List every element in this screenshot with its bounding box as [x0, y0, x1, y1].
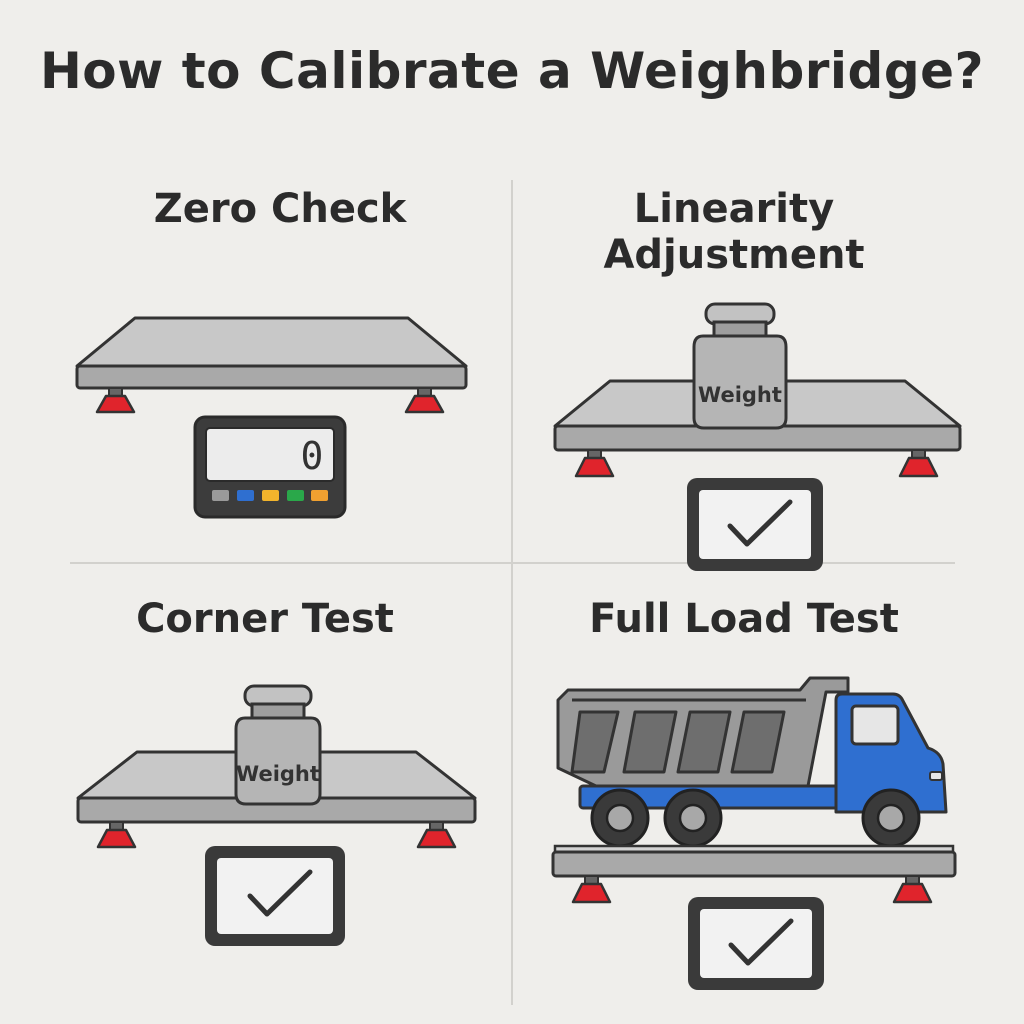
step-heading-corner-test: Corner Test: [55, 596, 475, 642]
weight-label: Weight: [698, 383, 782, 407]
display-readout: 0: [301, 434, 324, 478]
step-heading-linearity-adjustment: Linearity Adjustment: [514, 186, 954, 278]
red-support-foot-icon: [416, 821, 457, 849]
indicator-button[interactable]: [287, 490, 304, 501]
weight-label: Weight: [236, 762, 320, 786]
red-support-foot-icon: [892, 875, 933, 904]
weighbridge-platform-icon: [551, 844, 957, 878]
heading-line: Linearity: [633, 186, 835, 232]
indicator-button[interactable]: [212, 490, 229, 501]
indicator-button[interactable]: [237, 490, 254, 501]
indicator-button[interactable]: [311, 490, 328, 501]
heading-line: Full Load Test: [589, 596, 899, 642]
checkmark-icon: [687, 478, 823, 571]
red-support-foot-icon: [571, 875, 612, 904]
red-support-foot-icon: [95, 387, 136, 414]
dump-truck-icon: [556, 676, 948, 848]
step-heading-full-load-test: Full Load Test: [514, 596, 974, 642]
red-support-foot-icon: [96, 821, 137, 849]
test-weight-icon: Weight: [692, 302, 788, 430]
checkmark-icon: [688, 897, 824, 990]
heading-line: Corner Test: [136, 596, 394, 642]
red-support-foot-icon: [898, 449, 939, 478]
checkmark-icon: [205, 846, 345, 946]
red-support-foot-icon: [574, 449, 615, 478]
heading-line: Zero Check: [153, 186, 407, 232]
red-support-foot-icon: [404, 387, 445, 414]
step-heading-zero-check: Zero Check: [70, 186, 490, 232]
indicator-button[interactable]: [262, 490, 279, 501]
digital-indicator-icon: 0: [193, 415, 347, 519]
page-title: How to Calibrate a Weighbridge?: [39, 42, 985, 100]
weighbridge-platform-icon: [75, 316, 468, 390]
test-weight-icon: Weight: [234, 684, 322, 806]
heading-line: Adjustment: [603, 232, 865, 278]
